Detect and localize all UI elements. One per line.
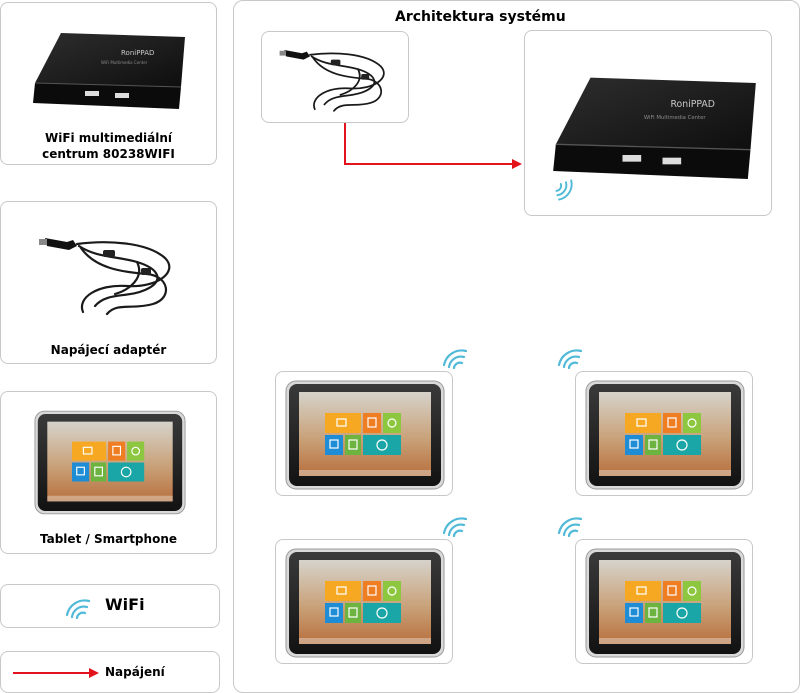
wifi-label: WiFi [105,595,145,614]
tablet-node-1-icon [285,380,445,490]
tablet-node-2-icon [585,380,745,490]
tablet-node-2 [575,371,753,496]
legend-media-center-card: WiFi multimediální centrum 80238WIFI [0,2,217,165]
tablet-icon [34,410,186,515]
tablet-label: Tablet / Smartphone [39,532,177,546]
media-center-label-line1: WiFi multimediální [44,131,173,145]
media-center-label: WiFi multimediální centrum 80238WIFI [1,130,216,162]
power-adapter-node-icon [278,49,385,112]
legend-adapter-card: Napájecí adaptér [0,201,217,364]
tablet-node-4 [575,539,753,664]
power-adapter-icon [37,236,171,316]
media-center-node-icon [552,76,757,180]
media-center-node [524,30,772,216]
power-label: Napájení [105,665,165,679]
media-center-label-line2: centrum 80238WIFI [42,147,175,161]
legend-tablet-card: Tablet / Smartphone [0,391,217,554]
tablet-node-3-wifi-icon [442,517,468,537]
tablet-node-2-wifi-icon [557,349,583,369]
media-center-icon [32,32,186,110]
tablet-node-3 [275,539,453,664]
tablet-node-1-wifi-icon [442,349,468,369]
legend-wifi-card: WiFi [0,584,220,628]
legend-power-card: Napájení [0,651,220,693]
power-arrow-icon [13,668,99,678]
tablet-node-4-wifi-icon [557,517,583,537]
tablet-node-4-icon [585,548,745,658]
architecture-title: Architektura systému [395,9,566,25]
media-center-wifi-icon [555,179,573,201]
tablet-node-1 [275,371,453,496]
adapter-node [261,31,409,123]
wifi-icon [65,599,91,619]
tablet-node-3-icon [285,548,445,658]
adapter-label: Napájecí adaptér [50,343,167,357]
